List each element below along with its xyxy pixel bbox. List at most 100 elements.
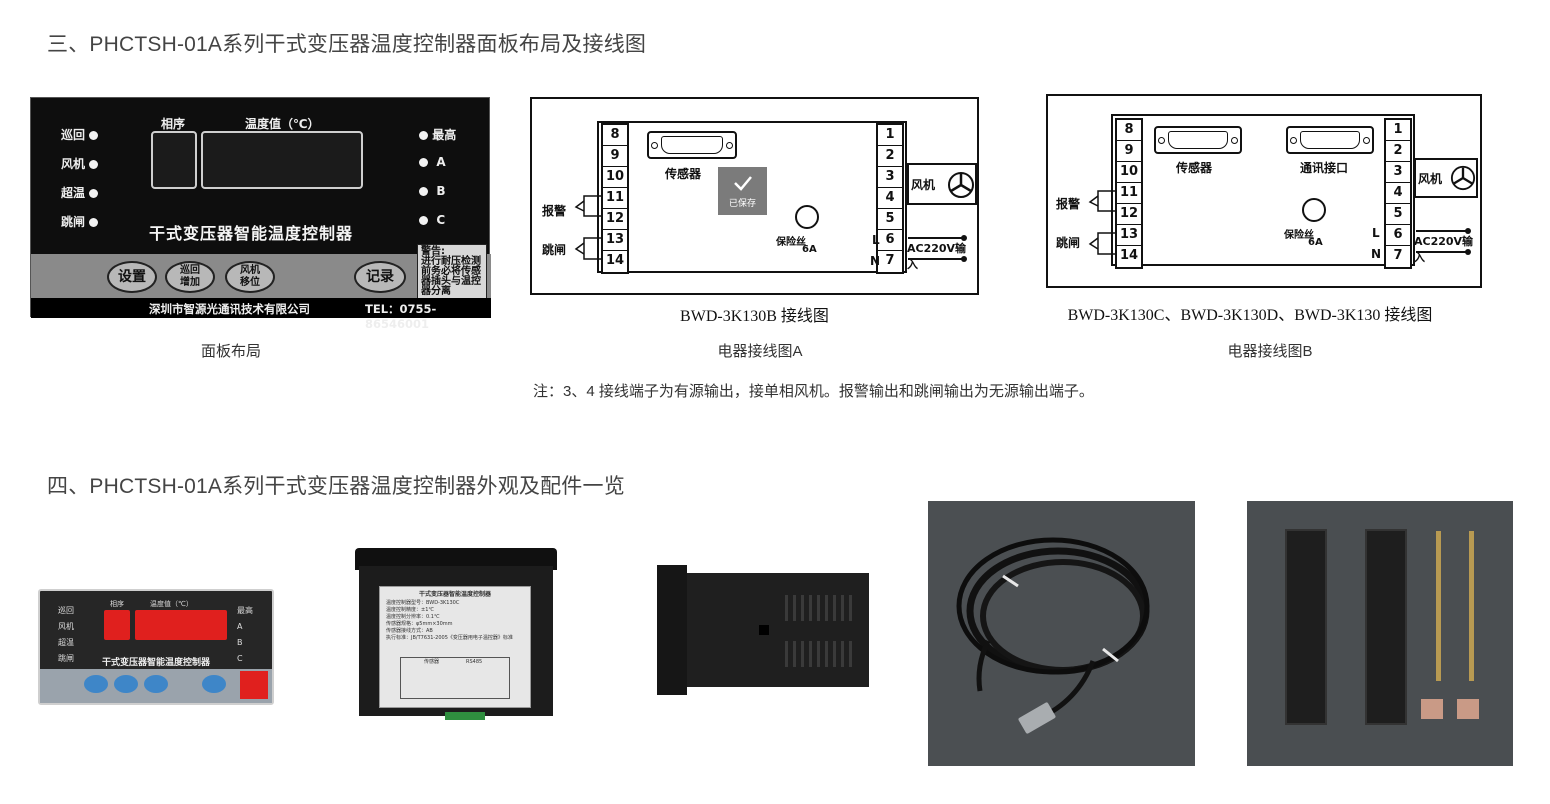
led-label-max: 最高: [419, 126, 456, 143]
controller-outline: [597, 121, 907, 273]
front-phase-label: 相序: [110, 601, 124, 608]
sensor-label: 传感器: [665, 167, 702, 181]
diagram-a-model-caption: BWD-3K130B 接线图: [680, 308, 829, 325]
photo-accessories: [1247, 501, 1513, 766]
alarm-label: 报警: [542, 204, 567, 218]
diagram-b-wiring-lines: [1088, 190, 1471, 255]
wiring-note: 注：3、4 接线端子为有源输出，接单相风机。报警输出和跳闸输出为无源输出端子。: [533, 383, 1094, 400]
photo-sensor-cable: [928, 501, 1195, 766]
front-button: [114, 675, 138, 693]
front-button: [144, 675, 168, 693]
sensor-connector-icon: [647, 131, 737, 159]
temp-label: 温度值（℃）: [245, 117, 320, 131]
fuse-rating: 6A: [802, 244, 817, 255]
company-phone: TEL：0755-86546001: [365, 302, 437, 331]
power-input-label: AC220V输入: [1414, 235, 1474, 264]
led-label-a: A: [419, 155, 446, 169]
screw-clip: [1421, 699, 1443, 719]
panel-footer: 深圳市智源光通讯技术有限公司 TEL：0755-86546001: [31, 298, 491, 331]
led-indicator: [89, 189, 99, 198]
led-indicator: [89, 160, 99, 169]
line-l-label: L: [872, 233, 880, 247]
mounting-bracket: [1365, 529, 1407, 725]
mounting-bracket: [1285, 529, 1327, 725]
led-indicator: [419, 158, 428, 167]
back-spec-label: 干式变压器智能温度控制器 温度控制器型号：BWD-3K130C 温度控制精度：±…: [379, 586, 531, 708]
phase-display: [151, 131, 197, 189]
line-n-label: N: [870, 254, 881, 268]
company-name: 深圳市智源光通讯技术有限公司: [149, 302, 310, 316]
warning-label: 警告: 进行耐压检测 前务必将传感 器插头与温控 器分离: [417, 244, 487, 300]
check-icon: [733, 176, 752, 191]
led-label-cycle: 巡回: [61, 126, 99, 143]
fan-icon: [1450, 165, 1476, 191]
record-button[interactable]: 记录: [354, 261, 406, 293]
diagram-a-wiring-lines: [574, 195, 967, 262]
led-indicator: [419, 131, 428, 140]
led-indicator: [89, 131, 99, 140]
set-button[interactable]: 设置: [107, 261, 157, 293]
led-label-fan: 风机: [61, 155, 99, 172]
line-n-label: N: [1371, 247, 1382, 261]
panel-title: 干式变压器智能温度控制器: [149, 224, 354, 243]
led-indicator: [89, 218, 99, 227]
front-button: [202, 675, 226, 693]
fan-box: 风机: [1414, 158, 1478, 198]
cycle-increase-button[interactable]: 巡回增加: [165, 261, 215, 293]
front-left-leds: 巡回风机超温跳闸: [58, 606, 74, 663]
temperature-display: [201, 131, 363, 189]
section-heading-3: 三、PHCTSH-01A系列干式变压器温度控制器面板布局及接线图: [47, 33, 647, 56]
trip-label: 跳闸: [542, 243, 567, 257]
fuse-label: 保险丝: [1284, 230, 1314, 241]
front-temp-label: 温度值（℃）: [150, 601, 193, 608]
panel-caption: 面板布局: [200, 343, 261, 360]
front-title: 干式变压器智能温度控制器: [102, 657, 211, 667]
sensor-connector-icon: [1154, 126, 1242, 154]
fan-box: 风机: [907, 163, 977, 205]
fuse-icon: [795, 205, 819, 229]
led-label-b: B: [419, 184, 446, 198]
sensor-label: 传感器: [1176, 161, 1213, 175]
diagram-a-caption: 电器接线图A: [717, 343, 803, 360]
saved-toast: 已保存: [718, 167, 767, 215]
fan-shift-button[interactable]: 风机移位: [225, 261, 275, 293]
fan-icon: [948, 172, 974, 198]
photo-side-view: [657, 565, 869, 695]
led-indicator: [419, 216, 428, 225]
comm-port-label: 通讯接口: [1300, 161, 1349, 175]
panel-layout-image: 巡回 风机 超温 跳闸 相序 温度值（℃） 最高 A B C 干式变压器智能温度…: [30, 97, 491, 331]
front-warning-label: [240, 671, 268, 699]
screw-clip: [1457, 699, 1479, 719]
diagram-b-caption: 电器接线图B: [1227, 343, 1313, 360]
power-input-label: AC220V输入: [907, 242, 967, 271]
led-indicator: [419, 187, 428, 196]
mounting-screw: [1436, 531, 1441, 681]
comm-connector-icon: [1286, 126, 1374, 154]
trip-label: 跳闸: [1056, 236, 1081, 250]
mounting-screw: [1469, 531, 1474, 681]
photo-back-label: 干式变压器智能温度控制器 温度控制器型号：BWD-3K130C 温度控制精度：±…: [355, 548, 557, 720]
led-label-c: C: [419, 213, 445, 227]
led-label-trip: 跳闸: [61, 213, 99, 230]
green-terminal-block: [445, 712, 485, 720]
front-button: [84, 675, 108, 693]
alarm-label: 报警: [1056, 197, 1081, 211]
temperature-led-display: [135, 610, 227, 640]
line-l-label: L: [1372, 226, 1380, 240]
fuse-icon: [1302, 198, 1326, 222]
sensor-cable-icon: [956, 537, 1150, 734]
fuse-rating: 6A: [1308, 237, 1323, 248]
phase-label: 相序: [161, 117, 186, 131]
led-label-overtemp: 超温: [61, 184, 99, 201]
section-heading-4: 四、PHCTSH-01A系列干式变压器温度控制器外观及配件一览: [47, 475, 625, 498]
phase-led-display: [104, 610, 130, 640]
fuse-label: 保险丝: [776, 237, 806, 248]
diagram-b-model-caption: BWD-3K130C、BWD-3K130D、BWD-3K130 接线图: [1067, 307, 1433, 324]
